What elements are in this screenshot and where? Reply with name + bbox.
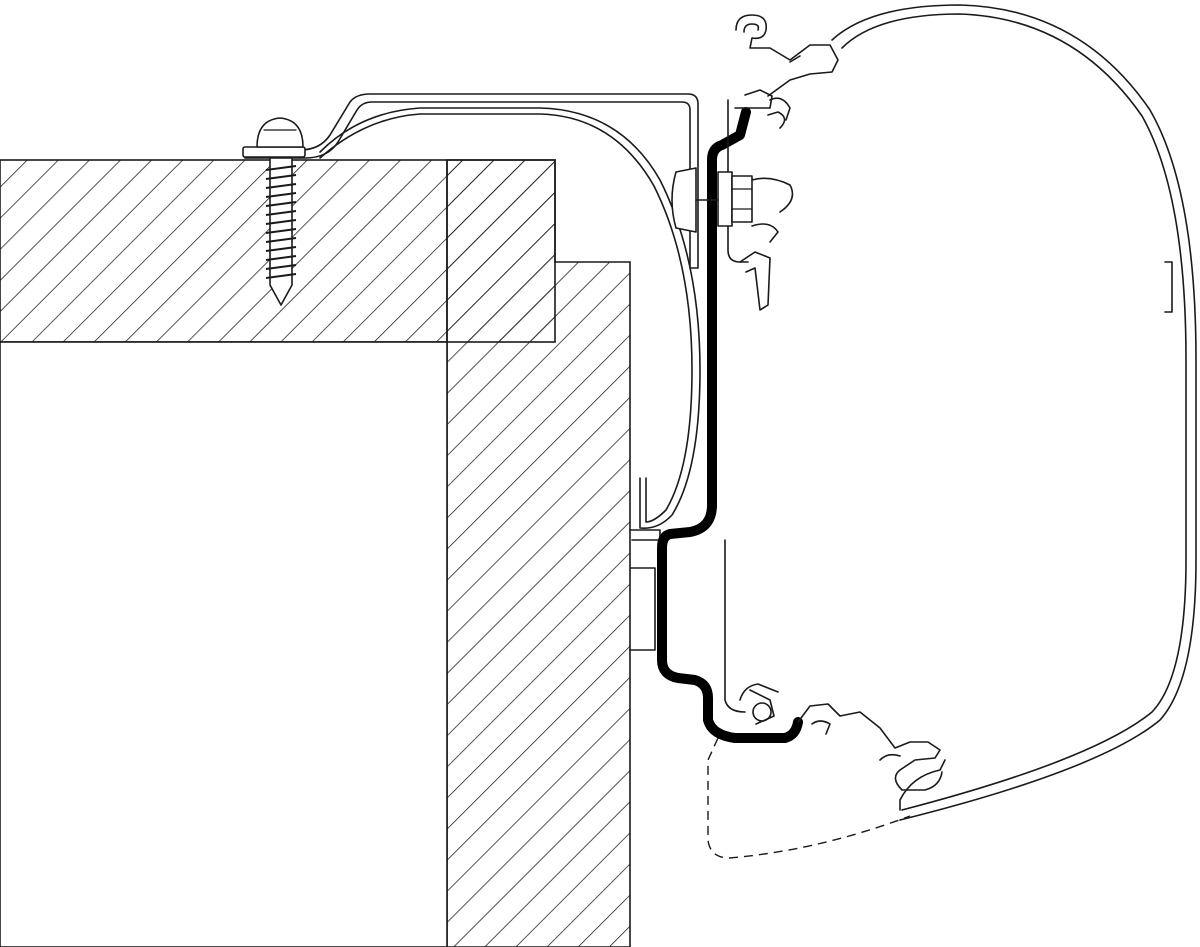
adapter-rail bbox=[244, 93, 701, 651]
screw-thread bbox=[265, 237, 297, 243]
screw-thread bbox=[265, 183, 297, 189]
wall-structure bbox=[0, 159, 631, 947]
screw-thread bbox=[265, 246, 297, 252]
screw-thread bbox=[265, 255, 297, 261]
mounting-screw bbox=[242, 117, 306, 306]
optional-lower-profile bbox=[707, 737, 911, 859]
screw-thread bbox=[265, 174, 297, 180]
screw-thread bbox=[265, 264, 297, 270]
screw-thread bbox=[265, 192, 297, 198]
awning-cassette-housing bbox=[735, 4, 1197, 821]
awning-mounting-bracket bbox=[671, 89, 794, 725]
interior-space bbox=[0, 341, 448, 947]
screw-thread bbox=[265, 228, 297, 234]
rubber-seal-strip bbox=[657, 107, 803, 743]
screw-thread bbox=[265, 210, 297, 216]
screw-thread bbox=[265, 273, 297, 279]
screw-thread bbox=[265, 201, 297, 207]
screw-thread bbox=[265, 219, 297, 225]
screw-thread bbox=[265, 165, 297, 171]
side-wall bbox=[446, 159, 631, 947]
